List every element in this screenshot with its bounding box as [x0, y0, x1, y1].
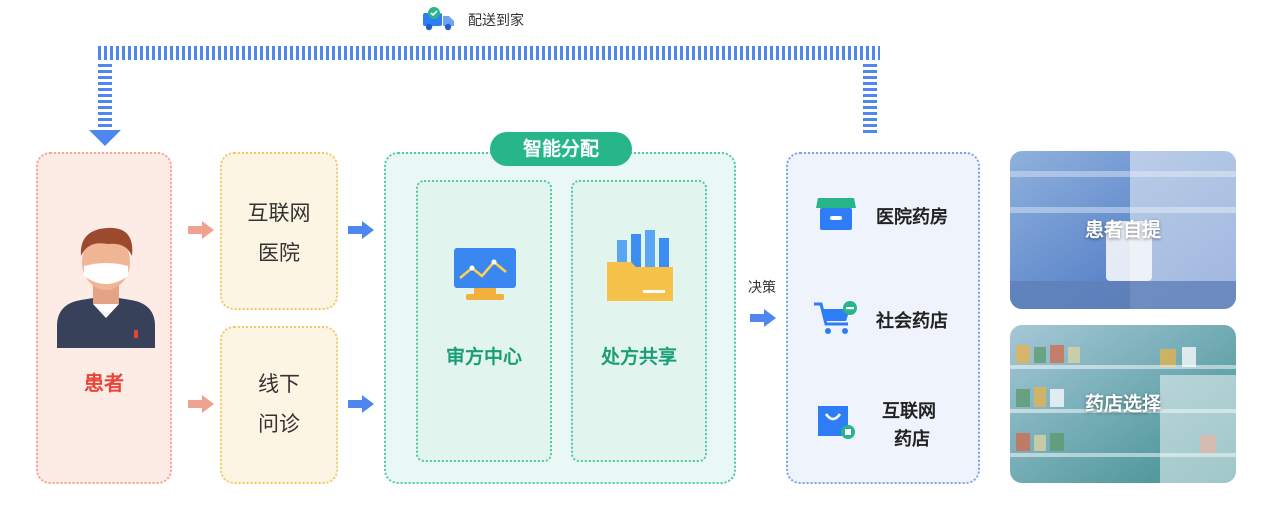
pharmacy-selection-label: 药店选择 [1084, 393, 1161, 415]
delivery-route-left-line [98, 64, 112, 128]
pharmacy-selection-photo: 药店选择 [1010, 325, 1236, 483]
delivery-route-top-line [98, 46, 880, 60]
review-center-box: 审方中心 [416, 180, 552, 462]
delivery-arrow-head [89, 130, 121, 146]
self-pickup-label: 患者自提 [1084, 219, 1161, 241]
monitor-chart-icon [454, 248, 516, 300]
delivery-route-right-line [863, 64, 877, 136]
community-pharmacy-label: 社会药店 [876, 311, 948, 332]
delivery-truck-icon [423, 7, 454, 31]
patient-avatar-icon [57, 227, 155, 348]
smart-distribution-title: 智能分配 [490, 132, 632, 166]
internet-hospital-box: 互联网 医院 [220, 152, 338, 310]
storefront-icon [816, 198, 856, 230]
decision-label: 决策 [748, 280, 776, 296]
patient-box: 患者 [36, 152, 172, 484]
internet-hospital-label-line1: 互联网 [247, 201, 311, 225]
prescription-sharing-label: 处方共享 [600, 346, 677, 368]
arrow-right-icon [348, 221, 374, 239]
internet-pharmacy-label-line1: 互联网 [882, 401, 936, 422]
pharmacy-shelves-image [1010, 325, 1236, 483]
internet-pharmacy-label-line2: 药店 [894, 429, 930, 450]
prescription-sharing-box: 处方共享 [571, 180, 707, 462]
arrow-right-icon [348, 395, 374, 413]
offline-consult-label-line1: 线下 [258, 372, 300, 396]
review-center-label: 审方中心 [445, 346, 522, 368]
offline-consult-label-line2: 问诊 [258, 412, 300, 436]
shopping-cart-icon [814, 301, 857, 334]
arrow-right-icon [188, 221, 214, 239]
hospital-pharmacy-label: 医院药房 [876, 207, 948, 228]
patient-label: 患者 [84, 371, 124, 395]
internet-hospital-label-line2: 医院 [258, 241, 300, 265]
self-pickup-photo: 患者自提 [1010, 151, 1236, 309]
arrow-right-icon [188, 395, 214, 413]
offline-consult-box: 线下 问诊 [220, 326, 338, 484]
delivery-label: 配送到家 [468, 13, 524, 29]
arrow-right-icon [750, 309, 776, 327]
pharmacy-counter-image [1010, 151, 1236, 309]
shopping-bag-icon [818, 406, 855, 439]
folder-chart-icon [607, 230, 673, 301]
